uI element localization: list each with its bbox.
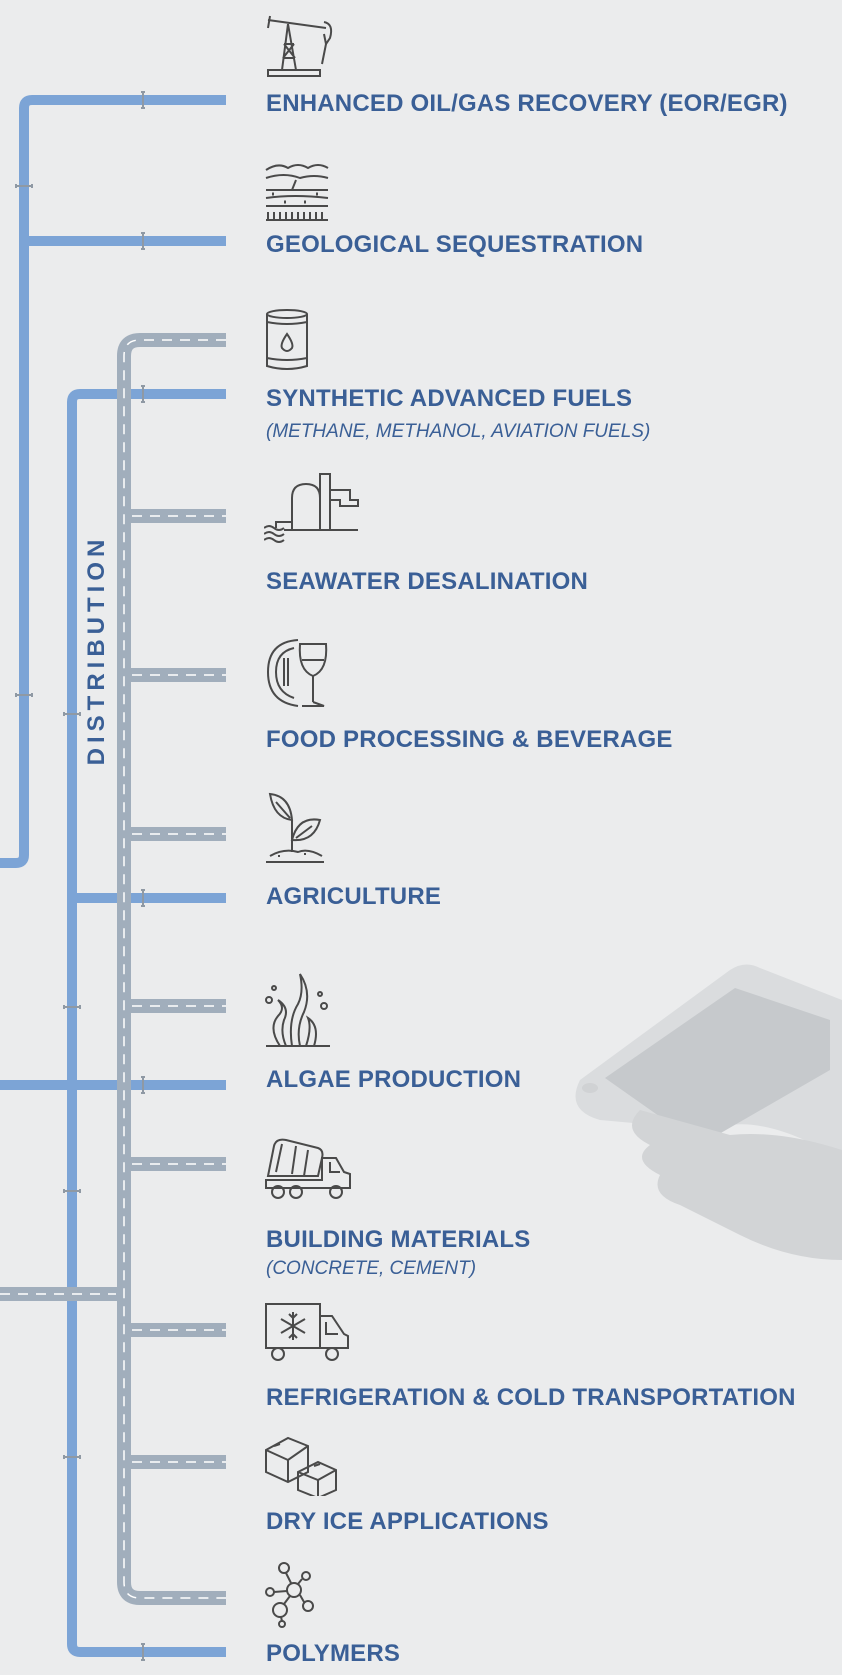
concrete-mixer-truck-icon: [264, 1136, 354, 1202]
sublabel-fuels: (METHANE, METHANOL, AVIATION FUELS): [266, 421, 651, 442]
pipe-inner-trunk: [67, 389, 226, 1657]
road-network: [0, 333, 226, 1605]
label-eor: ENHANCED OIL/GAS RECOVERY (EOR/EGR): [266, 90, 788, 117]
algae-icon: [264, 972, 332, 1048]
label-desalination: SEAWATER DESALINATION: [266, 568, 588, 595]
distribution-label: DISTRIBUTION: [83, 534, 110, 766]
label-fuels: SYNTHETIC ADVANCED FUELS: [266, 385, 633, 412]
oil-pump-icon: [264, 14, 336, 78]
pipe-outer-trunk: [0, 95, 226, 868]
label-building-materials: BUILDING MATERIALS: [266, 1226, 531, 1253]
label-algae: ALGAE PRODUCTION: [266, 1066, 522, 1093]
road-dashes: [0, 339, 226, 1599]
fuel-barrel-icon: [264, 308, 310, 372]
label-dry-ice: DRY ICE APPLICATIONS: [266, 1508, 549, 1535]
label-food: FOOD PROCESSING & BEVERAGE: [266, 726, 673, 753]
label-polymers: POLYMERS: [266, 1640, 401, 1667]
dry-ice-cubes-icon: [264, 1432, 340, 1496]
sublabel-building-materials: (CONCRETE, CEMENT): [266, 1258, 477, 1279]
pipe-joints: [15, 91, 145, 1661]
hand-holding-tablet-illustration: [560, 960, 842, 1285]
refrigerated-truck-icon: [264, 1300, 350, 1364]
polymer-molecule-icon: [264, 1562, 324, 1628]
geological-layers-icon: [264, 160, 330, 222]
label-geological: GEOLOGICAL SEQUESTRATION: [266, 231, 644, 258]
label-agriculture: AGRICULTURE: [266, 883, 442, 910]
desalination-plant-icon: [264, 470, 370, 550]
plate-and-glass-icon: [264, 636, 330, 710]
label-refrigeration: REFRIGERATION & COLD TRANSPORTATION: [266, 1384, 796, 1411]
sprout-icon: [264, 790, 326, 864]
